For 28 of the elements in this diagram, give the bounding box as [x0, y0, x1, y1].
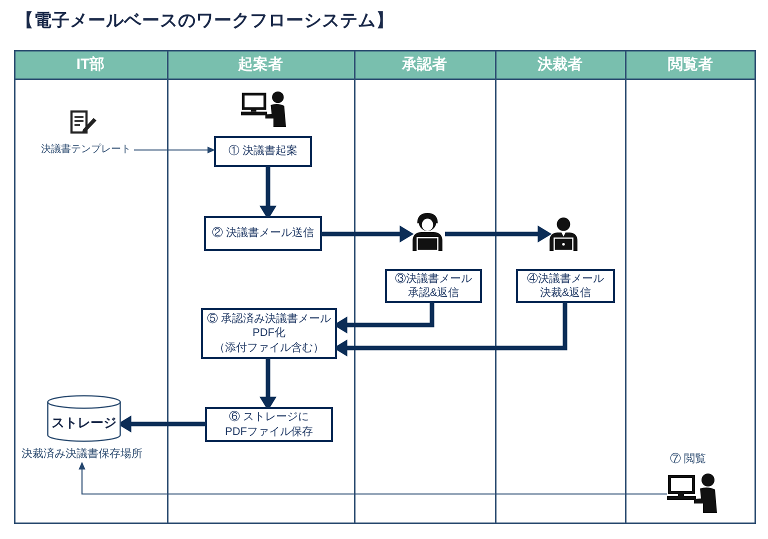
process-box: ⑤ 承認済み決議書メールPDF化（添付ファイル含む）	[201, 308, 337, 359]
swimlane	[625, 50, 756, 524]
lane-header: 決裁者	[495, 50, 625, 80]
person-computer-icon	[667, 473, 717, 513]
swimlane	[14, 50, 167, 524]
lane-header: 起案者	[167, 50, 354, 80]
step-caption: ⑦ 閲覧	[668, 452, 708, 467]
lane-header: 閲覧者	[625, 50, 756, 80]
arrow	[78, 462, 667, 495]
lane-header: IT部	[14, 50, 167, 80]
swimlane	[354, 50, 495, 524]
caption-text: 決裁済み決議書保存場所	[20, 445, 144, 463]
arrow	[445, 226, 552, 242]
arrow	[322, 226, 414, 242]
process-box: ③決議書メール承認&返信	[385, 269, 482, 303]
swimlane	[167, 50, 354, 524]
process-box: ④決議書メール決裁&返信	[516, 269, 615, 303]
swimlane	[495, 50, 625, 524]
title: 【電子メールベースのワークフローシステム】	[16, 9, 394, 32]
process-box: ① 決議書起案	[214, 136, 312, 167]
database-cylinder: ストレージ	[47, 395, 121, 442]
lane-header: 承認者	[354, 50, 495, 80]
arrow	[134, 146, 216, 154]
person-laptop-icon	[548, 217, 579, 251]
template-label: 決議書テンプレート	[38, 141, 134, 159]
person-laptop-icon	[410, 212, 445, 251]
process-box: ② 決議書メール送信	[204, 216, 322, 251]
process-box: ⑥ ストレージにPDFファイル保存	[205, 407, 333, 442]
